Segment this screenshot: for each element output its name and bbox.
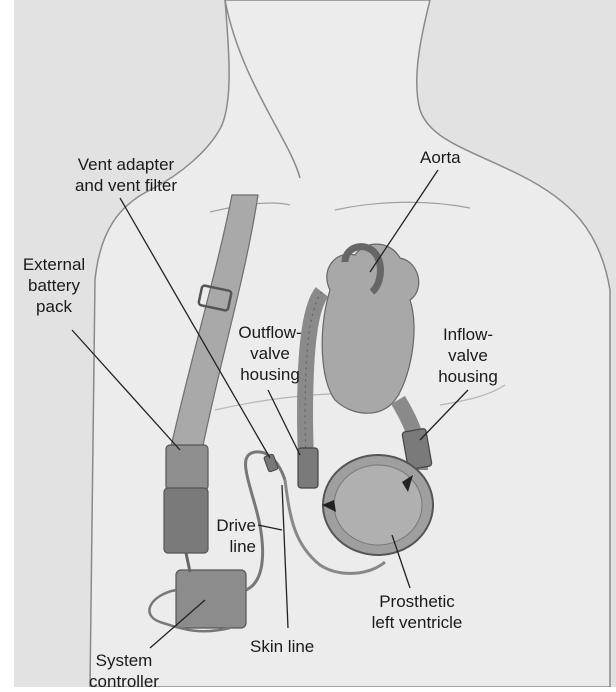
battery-pack-top: [166, 445, 208, 490]
label-line: and vent filter: [48, 175, 204, 196]
label-line: Drive: [200, 515, 256, 536]
label-inflow-valve: Inflow- valve housing: [426, 324, 510, 387]
label-skin-line: Skin line: [250, 636, 314, 657]
label-line: Outflow-: [218, 322, 322, 343]
label-vent-adapter: Vent adapter and vent filter: [48, 154, 204, 196]
label-prosthetic-lv: Prosthetic left ventricle: [354, 591, 480, 633]
label-drive-line: Drive line: [200, 515, 256, 557]
label-line: Skin line: [250, 636, 314, 657]
label-line: System: [72, 650, 176, 671]
label-external-battery: External battery pack: [10, 254, 98, 317]
system-controller-box: [176, 570, 246, 628]
label-line: housing: [218, 364, 322, 385]
pump-inner: [334, 465, 422, 545]
label-line: pack: [10, 296, 98, 317]
label-line: line: [200, 536, 256, 557]
label-line: Prosthetic: [354, 591, 480, 612]
label-outflow-valve: Outflow- valve housing: [218, 322, 322, 385]
label-line: Vent adapter: [48, 154, 204, 175]
label-line: External: [10, 254, 98, 275]
label-line: valve: [218, 343, 322, 364]
label-line: valve: [426, 345, 510, 366]
label-line: housing: [426, 366, 510, 387]
label-aorta: Aorta: [420, 147, 461, 168]
outflow-valve-housing: [298, 448, 318, 488]
label-line: left ventricle: [354, 612, 480, 633]
label-line: Aorta: [420, 147, 461, 168]
label-line: controller: [72, 671, 176, 692]
label-line: Inflow-: [426, 324, 510, 345]
label-line: battery: [10, 275, 98, 296]
label-system-controller: System controller: [72, 650, 176, 692]
